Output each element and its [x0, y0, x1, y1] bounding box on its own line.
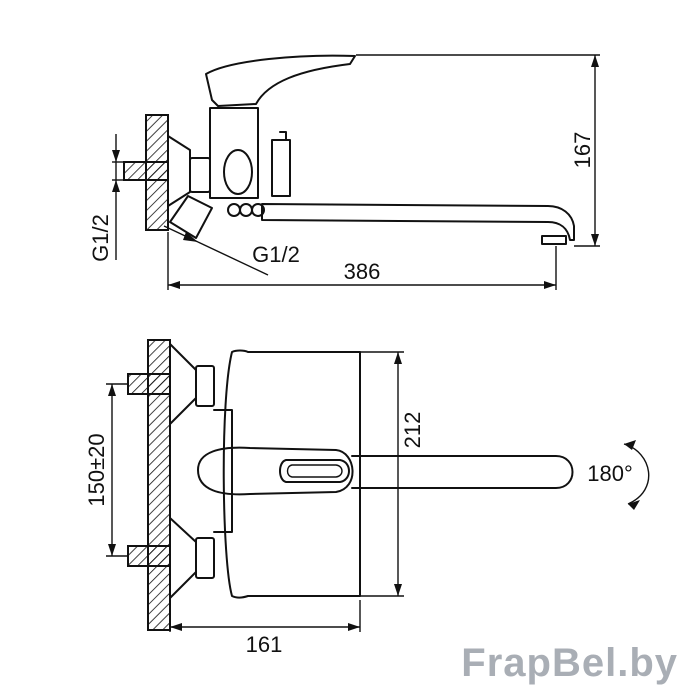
front-handle-slot — [279, 459, 350, 483]
front-inlet-upper — [127, 373, 171, 395]
side-angled-connector — [169, 195, 213, 239]
dim-front-height: 212 — [400, 412, 425, 449]
dim-rotation: 180° — [587, 461, 633, 486]
dim-front-spacing: 150±20 — [84, 433, 109, 506]
front-nut-lower — [195, 537, 215, 579]
side-ring — [227, 203, 241, 217]
dim-side-height: 167 — [570, 132, 595, 169]
dim-side-length: 386 — [344, 259, 381, 284]
side-body — [209, 107, 259, 199]
front-spout — [351, 455, 574, 489]
dim-thread-angled: G1/2 — [252, 242, 300, 267]
side-diverter — [271, 131, 291, 197]
side-ring — [239, 203, 253, 217]
side-view: 167 386 G1/2 G1/2 — [88, 54, 600, 290]
side-nut — [189, 157, 211, 193]
front-connector-bar — [213, 409, 233, 533]
side-knob — [223, 149, 253, 195]
side-aerator — [541, 235, 567, 245]
side-handle — [205, 54, 356, 107]
side-inlet-pipe — [123, 161, 169, 181]
side-ring — [251, 203, 265, 217]
dim-thread-vertical: G1/2 — [88, 214, 113, 262]
front-flange-upper — [169, 343, 197, 425]
watermark-logo: FrapBel.by — [461, 641, 678, 685]
front-handle — [197, 446, 354, 496]
front-inlet-lower — [127, 545, 171, 567]
front-body — [222, 349, 361, 599]
side-spout — [261, 203, 575, 241]
front-flange-lower — [169, 517, 197, 599]
dim-front-depth: 161 — [246, 632, 283, 657]
front-handle-slot-inner — [286, 464, 343, 478]
front-view: 212 150±20 161 180° — [84, 339, 650, 657]
side-flange — [167, 135, 191, 207]
front-nut-upper — [195, 365, 215, 407]
